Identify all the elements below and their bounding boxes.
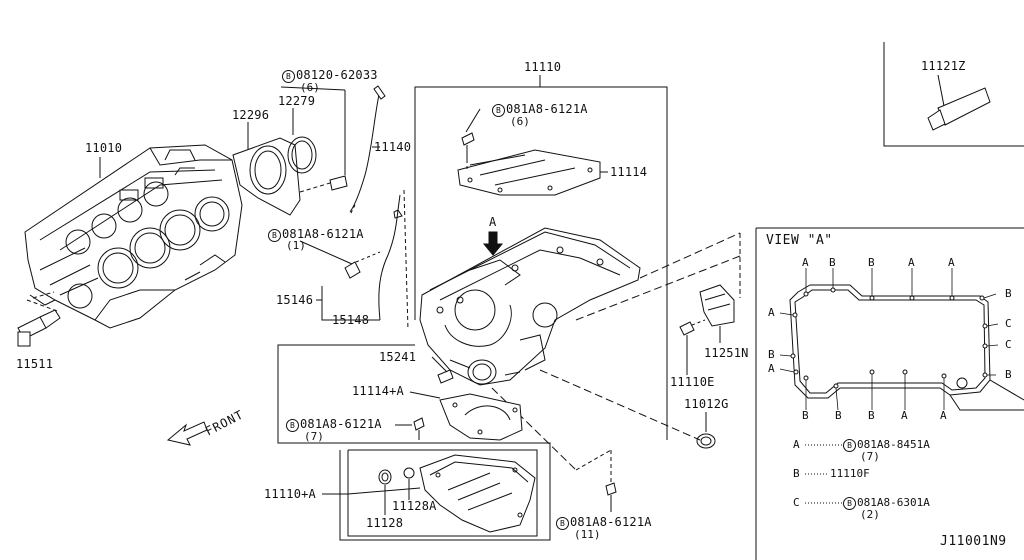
label-plug: 11511: [16, 357, 54, 371]
qty-bolt-bottom: (11): [574, 528, 601, 541]
label-plug-bolt: 15241: [379, 350, 417, 364]
view-marker: B: [1005, 287, 1012, 300]
legend-key-c: C: [793, 496, 800, 509]
dipstick-drawing: [349, 85, 386, 216]
view-marker: B: [835, 409, 842, 422]
label-baffle: 11114: [610, 165, 648, 179]
legend-part-b: 11110F: [830, 467, 870, 480]
label-gasket: 11012G: [684, 397, 729, 411]
strainer-drawing: [679, 284, 735, 449]
legend-dotted-leaders: [805, 444, 842, 504]
upper-oil-pan-drawing: [419, 75, 741, 471]
baffle-plate-drawing: [395, 391, 523, 441]
legend-key-b: B: [793, 467, 800, 480]
cylinder-block-drawing: [24, 144, 243, 329]
bolt-symbol-icon: B: [286, 419, 299, 432]
view-a-arrow: [482, 231, 504, 256]
view-marker: A: [908, 256, 915, 269]
label-cylinder-block: 11010: [85, 141, 123, 155]
label-oil-seal: 12279: [278, 94, 316, 108]
rear-seal-drawing: [232, 86, 348, 216]
bolt-symbol-icon: B: [556, 517, 569, 530]
view-a-title: VIEW "A": [766, 233, 833, 248]
view-marker: A: [948, 256, 955, 269]
qty-baffle-bolt: (6): [510, 115, 530, 128]
view-marker: C: [1005, 338, 1012, 351]
legend-qty-a: (7): [860, 450, 880, 463]
view-marker: A: [802, 256, 809, 269]
label-dipstick: 11140: [374, 140, 412, 154]
front-arrow: [166, 421, 208, 446]
view-a-bolt-dots: [790, 287, 988, 389]
label-guide-group: 15146: [276, 293, 314, 307]
label-guide: 15148: [332, 313, 370, 327]
bolt-symbol-icon: B: [268, 229, 281, 242]
legend-key-a: A: [793, 438, 800, 451]
label-seal-retainer: 12296: [232, 108, 270, 122]
legend-qty-c: (2): [860, 508, 880, 521]
view-marker: B: [768, 348, 775, 361]
view-marker: B: [1005, 368, 1012, 381]
label-washer: 11128A: [392, 499, 437, 513]
label-sealant: 11121Z: [921, 59, 966, 73]
view-marker: A: [768, 306, 775, 319]
bolt-symbol-icon: B: [843, 439, 856, 452]
label-pan-assy: 11110: [524, 60, 562, 74]
bolt-symbol-icon: B: [282, 70, 295, 83]
guide-tube-drawing: [299, 189, 409, 331]
view-marker: B: [829, 256, 836, 269]
frames: [277, 42, 1024, 560]
bolt-symbol-icon: B: [843, 497, 856, 510]
sealant-tube-drawing: [927, 74, 991, 131]
label-drain-plug: 11128: [366, 516, 404, 530]
view-marker: B: [868, 409, 875, 422]
view-marker: A: [768, 362, 775, 375]
view-marker: B: [802, 409, 809, 422]
label-bolt-strainer: 11110E: [670, 375, 715, 389]
view-marker: B: [868, 256, 875, 269]
baffle-drawing: [457, 108, 608, 196]
view-arrow-letter: A: [489, 215, 497, 229]
view-a-leaders: [779, 268, 999, 411]
label-baffle-plate: 11114+A: [352, 384, 404, 398]
plug-11511-drawing: [17, 291, 61, 347]
view-a-gasket-outline: [789, 284, 1024, 411]
qty-bolt-lower: (7): [304, 430, 324, 443]
bolt-symbol-icon: B: [492, 104, 505, 117]
view-marker: C: [1005, 317, 1012, 330]
qty-bolt-mid: (1): [286, 239, 306, 252]
label-lower-pan: 11110+A: [264, 487, 316, 501]
view-marker: A: [901, 409, 908, 422]
lower-pan-drawing: [322, 449, 617, 533]
label-strainer: 11251N: [704, 346, 749, 360]
qty-bolt-top: (6): [300, 81, 320, 94]
view-marker: A: [940, 409, 947, 422]
diagram-reference: J11001N9: [940, 534, 1007, 549]
